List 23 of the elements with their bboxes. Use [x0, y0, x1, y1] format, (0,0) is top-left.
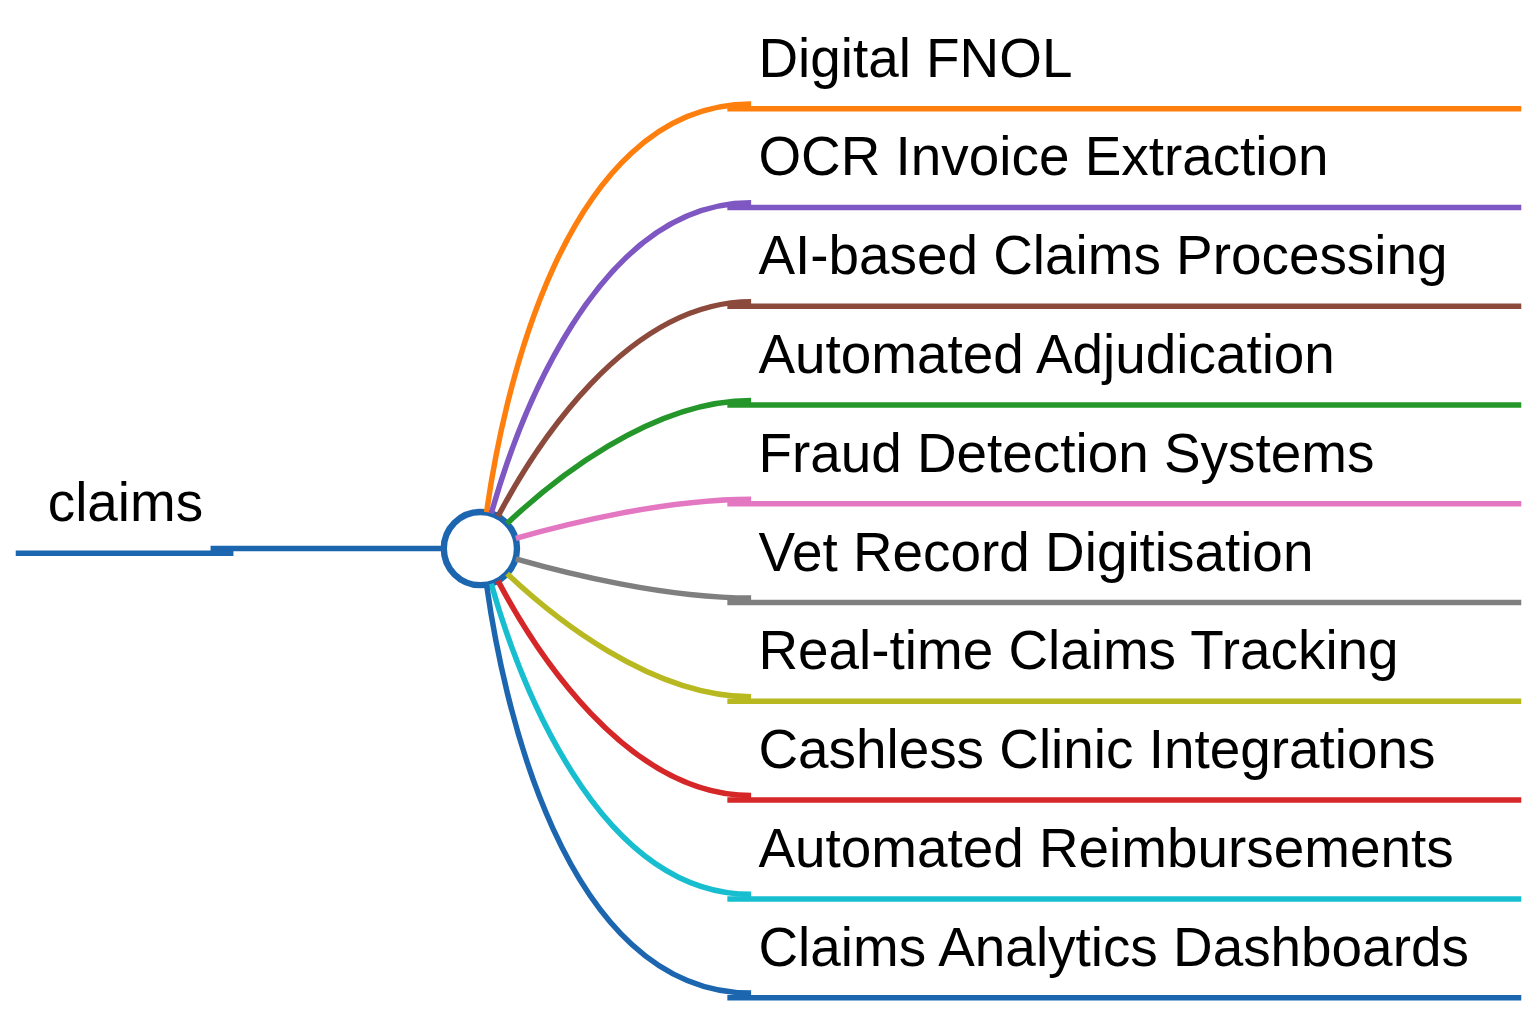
node-text: AI-based Claims Processing [758, 223, 1448, 286]
connector [505, 571, 752, 699]
connector [488, 582, 752, 897]
connector [210, 545, 443, 551]
node-text: Vet Record Digitisation [758, 520, 1314, 583]
node-text: OCR Invoice Extraction [758, 124, 1329, 187]
connector [495, 579, 752, 798]
node-text: claims [47, 470, 204, 533]
connector [515, 555, 752, 601]
node-text: Automated Adjudication [758, 322, 1335, 385]
connector [483, 100, 752, 513]
node-text: Automated Reimbursements [758, 816, 1454, 879]
node-text: Fraud Detection Systems [758, 421, 1375, 484]
node-text: Digital FNOL [758, 26, 1073, 89]
node-circle [440, 508, 521, 588]
connector [495, 298, 752, 518]
connector [505, 397, 752, 525]
node-text: Claims Analytics Dashboards [758, 915, 1469, 978]
connector [515, 495, 752, 541]
node-text: Real-time Claims Tracking [758, 618, 1399, 681]
node-text: Cashless Clinic Integrations [758, 717, 1436, 780]
connector [488, 199, 752, 514]
connector [483, 584, 752, 996]
